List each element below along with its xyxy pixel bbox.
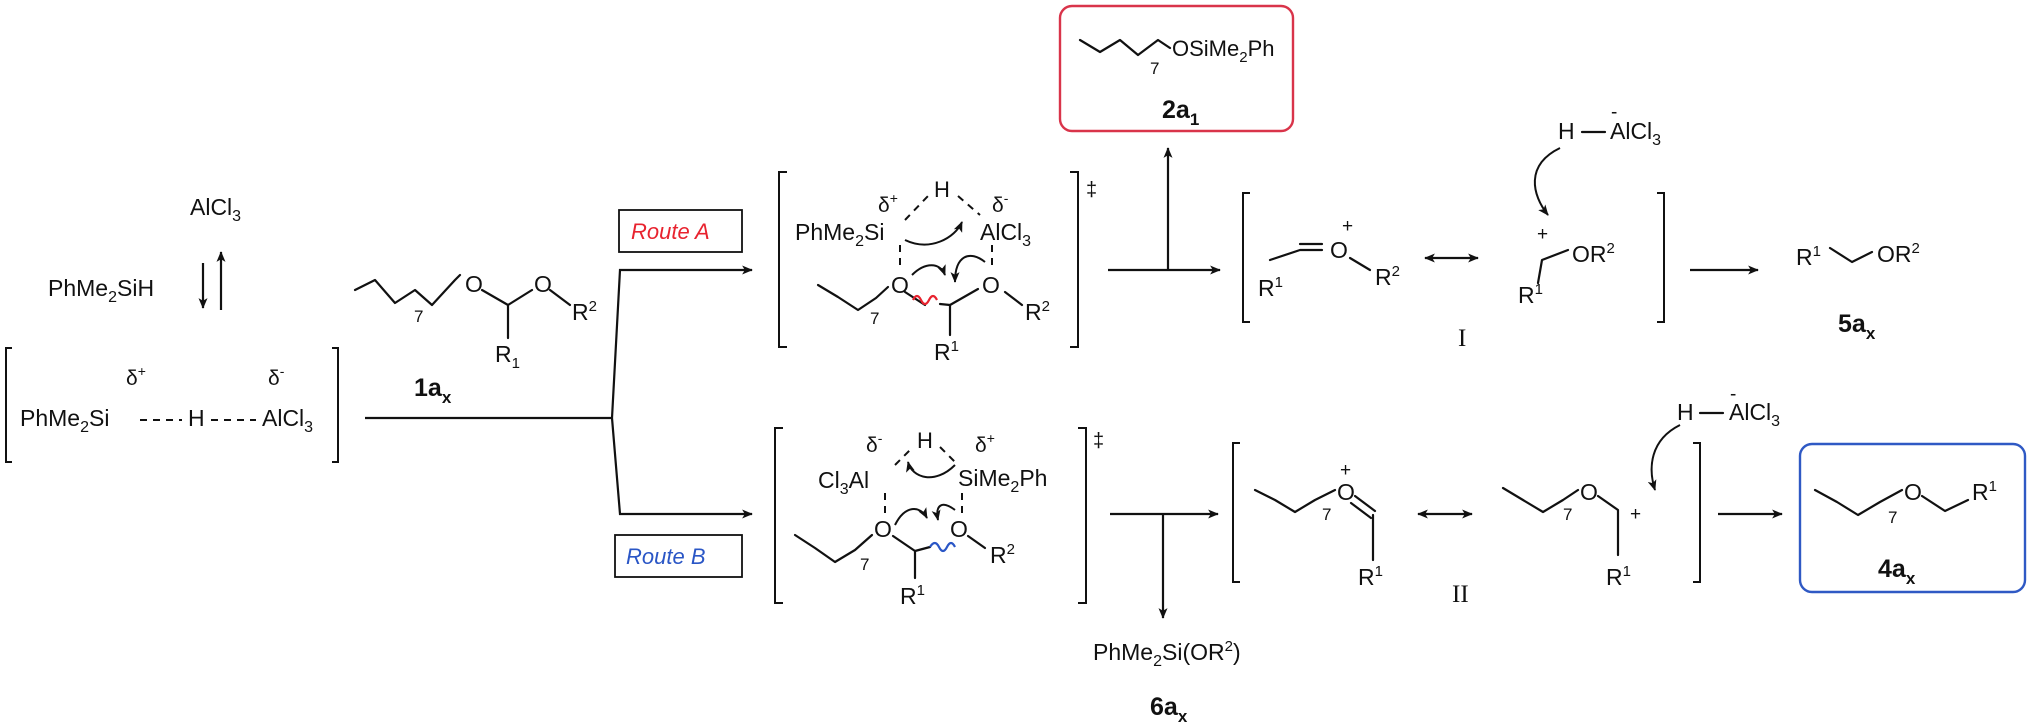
intermediate-ii-r1: R1	[1358, 563, 1383, 590]
intermediate-i-r1-b: R1	[1518, 281, 1543, 308]
product-2a1-box: 7 OSiMe2Ph 2a1	[1058, 4, 1295, 133]
intermediate-i-r1: R1	[1258, 274, 1283, 301]
route-b-cleavage-wave	[929, 541, 956, 553]
hydride-i-h: H	[1558, 118, 1575, 144]
product-5ax-label: 5ax	[1838, 310, 1876, 343]
substrate-r2: R2	[572, 298, 597, 325]
product-2a1-chain	[1078, 38, 1172, 57]
route-b-dagger: ‡	[1093, 430, 1104, 452]
route-a-arrows	[1108, 147, 1221, 275]
alcl3-reagent: AlCl3	[190, 194, 241, 225]
route-a-label-box: Route A	[618, 209, 743, 253]
silane-alcl3-complex: δ+ δ- PhMe2Si H AlCl3	[5, 347, 339, 463]
intermediate-ii-r1-b: R1	[1606, 563, 1631, 590]
route-a-transition-state: ‡ δ+ δ- H PhMe2Si AlCl3 O O 7 R2 R1	[778, 171, 1097, 365]
route-a-aluminium: AlCl3	[980, 219, 1031, 250]
route-b-o-left: O	[874, 516, 892, 542]
silyl-label: PhMe2Si	[20, 405, 109, 436]
product-2a1-chain-count: 7	[1150, 59, 1159, 78]
intermediate-ii: 7 O + R1 7 O + R1 II	[1232, 442, 1701, 608]
substrate-label: 1ax	[414, 374, 452, 407]
route-b-chain	[793, 533, 874, 564]
byproduct-6ax: PhMe2Si(OR2) 6ax	[1093, 638, 1241, 725]
route-a-r1: R1	[934, 338, 959, 365]
product-5ax: R1 OR2 5ax	[1796, 240, 1920, 343]
route-a-silicon: PhMe2Si	[795, 219, 884, 250]
route-a-dagger: ‡	[1086, 179, 1097, 201]
route-a-label: Route A	[631, 219, 710, 244]
intermediate-i: O + R2 R1 + OR2 R1 I	[1242, 192, 1665, 352]
product-4ax-chain-count: 7	[1888, 508, 1897, 527]
route-b-silicon: SiMe2Ph	[958, 465, 1047, 496]
product-5ax-r1: R1	[1796, 243, 1821, 270]
intermediate-i-plus: +	[1342, 216, 1353, 237]
alcl3-text: AlCl3	[190, 194, 241, 225]
route-b-delta-minus: δ-	[866, 430, 883, 457]
byproduct-6ax-formula: PhMe2Si(OR2)	[1093, 638, 1241, 670]
route-a-o-right: O	[982, 272, 1000, 298]
intermediate-ii-oxygen: O	[1337, 479, 1355, 505]
byproduct-6ax-label: 6ax	[1150, 693, 1188, 725]
route-a-delta-plus: δ+	[878, 190, 898, 217]
intermediate-i-r2: R2	[1375, 263, 1400, 290]
route-b-chain-count: 7	[860, 555, 869, 574]
route-b-label: Route B	[626, 544, 706, 569]
equilibrium-arrows	[198, 251, 226, 310]
hydride-ii-h: H	[1677, 399, 1694, 425]
substrate-chain	[353, 273, 462, 307]
route-a-hydride: H	[934, 177, 950, 202]
route-b-r1: R1	[900, 582, 925, 609]
intermediate-ii-chain	[1253, 488, 1337, 514]
hydride-i-minus: -	[1611, 102, 1617, 123]
route-a-o-left: O	[891, 272, 909, 298]
intermediate-ii-plus: +	[1340, 460, 1351, 481]
route-b-transition-state: ‡ δ- δ+ H Cl3Al SiMe2Ph O O 7 R2 R1	[774, 427, 1104, 609]
product-4ax-box: 7 O R1 4ax	[1798, 442, 2027, 594]
route-b-delta-plus: δ+	[975, 430, 995, 457]
intermediate-ii-plus-b: +	[1630, 504, 1641, 525]
intermediate-ii-chain-count: 7	[1322, 505, 1331, 524]
route-a-r2: R2	[1025, 298, 1050, 325]
delta-plus-label: δ+	[126, 363, 146, 390]
substrate-r1: R1	[495, 341, 520, 372]
intermediate-ii-chain-count-b: 7	[1563, 505, 1572, 524]
substrate-o2: O	[534, 271, 552, 297]
intermediate-ii-oxygen-b: O	[1580, 479, 1598, 505]
route-b-label-box: Route B	[614, 534, 743, 578]
hydride-ii-minus: -	[1730, 384, 1736, 405]
hydride-ii-al: AlCl3	[1729, 399, 1780, 430]
hydride-delivery-ii: H - AlCl3	[1647, 384, 1780, 491]
delta-minus-label: δ-	[268, 363, 285, 390]
product-5ax-or2: OR2	[1877, 240, 1920, 267]
aluminium-label: AlCl3	[262, 405, 313, 436]
route-a-cleavage-wave	[912, 294, 938, 306]
intermediate-ii-chain-b	[1501, 486, 1580, 514]
route-a-delta-minus: δ-	[992, 190, 1009, 217]
intermediate-ii-label: II	[1452, 581, 1469, 608]
intermediate-i-plus-b: +	[1537, 224, 1548, 245]
route-b-r2: R2	[990, 541, 1015, 568]
substrate-1ax: 7 O O R2 R1 1ax	[353, 271, 597, 407]
route-b-arrows	[1110, 509, 1219, 619]
substrate-o1: O	[465, 271, 483, 297]
substrate-chain-count: 7	[414, 307, 423, 326]
branch-arrows	[365, 265, 753, 519]
route-b-o-right: O	[950, 516, 968, 542]
intermediate-i-or2: OR2	[1572, 240, 1615, 267]
hydride-label: H	[188, 405, 205, 431]
product-4ax-chain	[1813, 488, 1904, 517]
route-b-hydride: H	[917, 428, 933, 453]
hydride-delivery-i: H - AlCl3	[1533, 102, 1661, 216]
route-a-chain	[816, 283, 890, 312]
product-4ax-oxygen: O	[1904, 479, 1922, 505]
route-b-aluminium: Cl3Al	[818, 467, 869, 498]
route-a-chain-count: 7	[870, 309, 879, 328]
silane-reagent: PhMe2SiH	[48, 275, 154, 306]
hydride-i-al: AlCl3	[1610, 118, 1661, 149]
intermediate-i-oxygen: O	[1330, 237, 1348, 263]
intermediate-i-label: I	[1458, 325, 1466, 352]
